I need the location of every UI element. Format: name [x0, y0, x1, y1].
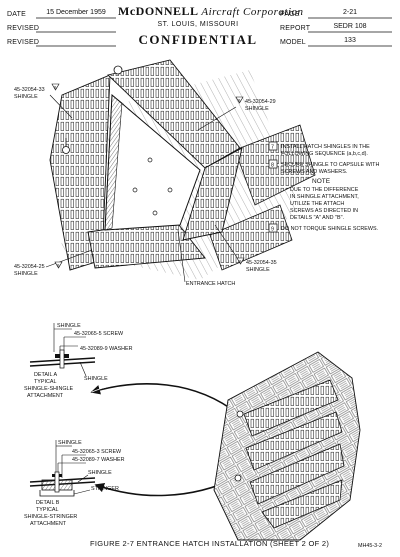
detail-b-screw: 45-32065-3 SCREW: [72, 449, 122, 455]
detail-b: SHINGLE 45-32065-3 SCREW 45-32089-7 WASH…: [24, 440, 125, 527]
detail-a-shingle-bottom: SHINGLE: [84, 376, 108, 382]
note-9-number: 9: [271, 227, 274, 233]
note-flag-triangle: [236, 257, 245, 265]
model-value: 133: [344, 37, 356, 44]
detail-b-title-3: SHINGLE-STRINGER: [24, 514, 77, 520]
hatch-shingle-33: [49, 74, 111, 271]
note-flag-triangle: [235, 96, 244, 104]
date-value: 15 December 1959: [46, 9, 106, 16]
detail-a-shingle-top: SHINGLE: [57, 323, 81, 329]
note-flag-triangle: [51, 83, 60, 91]
callout-35-note: 6: [239, 259, 242, 264]
detail-a-title-1: DETAIL A: [34, 372, 57, 378]
callout-25-note: 6: [57, 263, 60, 268]
callout-29-label: SHINGLE: [245, 106, 269, 112]
detail-b-shingle-top: SHINGLE: [58, 440, 82, 446]
detail-b-title-4: ATTACHMENT: [30, 521, 67, 527]
hatch-fastener: [132, 187, 138, 193]
note-8-line-1: SECURE SHINGLE TO CAPSULE WITH: [281, 162, 379, 168]
detail-b-title-1: DETAIL B: [36, 500, 60, 506]
hatch-fastener: [147, 157, 153, 163]
detail-a-title-2: TYPICAL: [34, 379, 56, 385]
lower-capsule-view: [213, 351, 361, 541]
date-label: DATE: [7, 11, 26, 18]
note-line-5: DETAILS "A" AND "B".: [290, 215, 344, 221]
detail-a-locator: [236, 410, 244, 418]
note-line-1: DUE TO THE DIFFERENCE: [290, 187, 359, 193]
page-value: 2-21: [342, 9, 357, 16]
hatch-frame-edge: [104, 94, 123, 231]
technical-drawing: 45-32054-33 SHINGLE 6 45-32054-29 SHINGL…: [14, 59, 382, 549]
model-label: MODEL: [280, 39, 306, 46]
note-7-number: 7: [271, 145, 274, 151]
callout-33-note: 6: [54, 85, 57, 90]
detail-b-shingle-bottom: SHINGLE: [88, 470, 112, 476]
upper-capsule-view: [49, 59, 316, 280]
note-7-line-1: INSTALL HATCH SHINGLES IN THE: [281, 144, 370, 150]
detail-a-title-3: SHINGLE-SHINGLE: [24, 386, 74, 392]
shingle-row: [249, 443, 345, 505]
revised-label-2: REVISED: [7, 39, 40, 46]
note-line-2: IN SHINGLE ATTACHMENT,: [290, 194, 359, 200]
classification-banner: CONFIDENTIAL: [138, 32, 258, 47]
note-flag-triangle: [54, 261, 63, 269]
note-heading: NOTE: [312, 178, 331, 185]
note-8-number: 8: [271, 163, 274, 169]
adjacent-shingle-lower-right: [209, 204, 293, 271]
company-city: ST. LOUIS, MISSOURI: [157, 21, 239, 28]
shingle-row: [243, 379, 339, 437]
revised-label-1: REVISED: [7, 25, 40, 32]
report-value: SEDR 108: [333, 23, 367, 30]
notes-block: 7 INSTALL HATCH SHINGLES IN THE FOLLOWIN…: [268, 141, 379, 233]
detail-b-title-2: TYPICAL: [36, 507, 58, 513]
note-8-line-2: SCREWS AND WASHERS.: [281, 169, 347, 175]
detail-b-locator: [234, 474, 242, 482]
company-name: McDONNELL: [118, 4, 198, 18]
callout-25-label: SHINGLE: [14, 271, 38, 277]
callout-35-label: SHINGLE: [246, 267, 270, 273]
document-header: DATE 15 December 1959 REVISED REVISED Mc…: [0, 0, 400, 56]
detail-a-washer: 45-32089-9 WASHER: [80, 346, 133, 352]
entrance-hatch-label: ENTRANCE HATCH: [186, 281, 235, 287]
hatch-fastener: [152, 210, 158, 216]
callout-35-part: 45-32054-35: [246, 260, 277, 266]
hinge-fitting: [62, 146, 70, 154]
report-label: REPORT: [280, 25, 311, 32]
detail-a-title-4: ATTACHMENT: [27, 393, 64, 399]
hatch-shingle-35: [182, 147, 243, 241]
figure-caption: FIGURE 2-7 ENTRANCE HATCH INSTALLATION (…: [90, 539, 329, 548]
detail-a-screw: 45-32065-5 SCREW: [74, 331, 124, 337]
note-line-3: UTILIZE THE ATTACH: [290, 201, 344, 207]
shingle-row: [245, 411, 343, 471]
shingle-row: [261, 479, 343, 529]
hatch-shingle-29: [107, 59, 241, 169]
lift-fitting: [113, 65, 123, 75]
drawing-number: MH45-3-2: [358, 543, 382, 549]
callout-29-part: 45-32054-29: [245, 99, 276, 105]
hatch-fastener: [167, 187, 173, 193]
detail-a: SHINGLE 45-32065-5 SCREW 45-32089-9 WASH…: [24, 323, 133, 399]
company-logo: McDONNELL Aircraft Corporation: [118, 4, 303, 19]
note-7-line-2: FOLLOWING SEQUENCE (a,b,c,d).: [281, 151, 368, 157]
header-rules: [36, 17, 392, 47]
callout-29-note: 6: [238, 98, 241, 103]
upper-callouts: [45, 94, 241, 283]
page-label: PAGE: [280, 11, 300, 18]
note-9-line-1: DO NOT TORQUE SHINGLE SCREWS.: [281, 226, 378, 232]
detail-b-washer: 45-32089-7 WASHER: [72, 457, 125, 463]
company-script: Aircraft Corporation: [201, 6, 304, 18]
callout-33-part: 45-32054-33: [14, 87, 45, 93]
detail-a-arrow: [90, 383, 239, 415]
note-line-4: SCREWS AS DIRECTED IN: [290, 208, 358, 214]
callout-25-part: 45-32054-25: [14, 264, 45, 270]
callout-33-label: SHINGLE: [14, 94, 38, 100]
